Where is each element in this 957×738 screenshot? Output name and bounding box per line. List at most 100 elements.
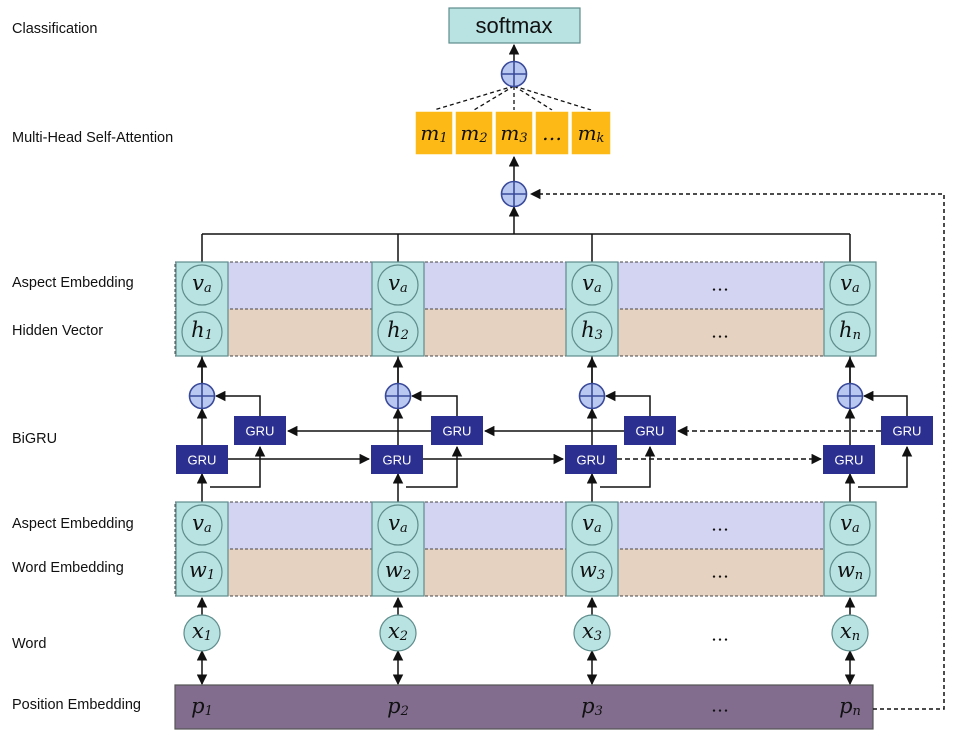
gru-rect bbox=[371, 445, 423, 474]
gru-forward-2: GRU bbox=[371, 445, 423, 474]
label-classification: Classification bbox=[12, 21, 97, 37]
hidden-node-1-label: h1 bbox=[191, 318, 213, 343]
ellipsis-word-emb: … bbox=[711, 562, 729, 583]
label-position-embedding: Position Embedding bbox=[12, 697, 141, 713]
word-emb-node-3 bbox=[571, 551, 613, 593]
head-dashed-1 bbox=[433, 85, 515, 111]
bgru-to-plus-4 bbox=[862, 390, 908, 416]
attention-head-label-1: m1 bbox=[420, 121, 447, 146]
word-emb-node-3-label: w3 bbox=[579, 558, 605, 583]
ellipsis-aspect-bottom: … bbox=[711, 515, 729, 536]
gru-forward-4: GRU bbox=[823, 445, 875, 474]
head-dashed-2 bbox=[473, 85, 515, 111]
ellipsis-hidden: … bbox=[711, 322, 729, 343]
gru-rect bbox=[823, 445, 875, 474]
ellipsis-aspect-top: … bbox=[711, 275, 729, 296]
word-node-4-label: xn bbox=[840, 619, 860, 644]
gru-rect bbox=[565, 445, 617, 474]
word-emb-node-4 bbox=[829, 551, 871, 593]
attention-head-4 bbox=[534, 110, 570, 156]
emb-to-bgru-2 bbox=[406, 445, 463, 488]
aspect-node-top-2 bbox=[377, 264, 419, 306]
hidden-node-1 bbox=[181, 311, 223, 353]
hidden-plus-4 bbox=[836, 382, 864, 410]
label-word-embedding: Word Embedding bbox=[12, 560, 124, 576]
aspect-node-bottom-3 bbox=[571, 504, 613, 546]
label-word: Word bbox=[12, 636, 46, 652]
hidden-plus-1 bbox=[188, 382, 216, 410]
attention-plus bbox=[500, 180, 528, 208]
word-emb-node-4-label: wn bbox=[837, 558, 863, 583]
gru-rect bbox=[624, 416, 676, 445]
gru-label: GRU bbox=[893, 424, 922, 439]
attention-head-label-2: m2 bbox=[460, 121, 487, 146]
word-node-1-label: x1 bbox=[192, 619, 212, 644]
aspect-node-bottom-2 bbox=[377, 504, 419, 546]
word-node-1 bbox=[183, 614, 221, 652]
aspect-node-top-4 bbox=[829, 264, 871, 306]
gru-backward-2: GRU bbox=[431, 416, 483, 445]
gru-rect bbox=[881, 416, 933, 445]
attention-head-5 bbox=[570, 110, 612, 156]
hidden-node-3 bbox=[571, 311, 613, 353]
softmax-box bbox=[448, 7, 581, 44]
word-emb-node-2-label: w2 bbox=[385, 558, 411, 583]
hidden-node-4-label: hn bbox=[839, 318, 861, 343]
attention-head-label-4: … bbox=[542, 121, 562, 145]
aspect-node-top-3 bbox=[571, 264, 613, 306]
word-node-2 bbox=[379, 614, 417, 652]
bgru-to-plus-1 bbox=[214, 390, 261, 416]
aspect-node-top-2-label: va bbox=[388, 271, 408, 296]
gru-label: GRU bbox=[246, 424, 275, 439]
ellipsis-word: … bbox=[711, 625, 729, 646]
position-label-3: p3 bbox=[581, 694, 603, 719]
gru-label: GRU bbox=[835, 453, 864, 468]
label-aspect-embedding-top: Aspect Embedding bbox=[12, 275, 134, 291]
concat-plus-top bbox=[500, 60, 528, 88]
position-label-4: pn bbox=[839, 694, 861, 719]
bgru-to-plus-3 bbox=[604, 390, 651, 416]
attention-head-1 bbox=[414, 110, 454, 156]
position-band bbox=[174, 684, 874, 730]
word-band bbox=[174, 548, 874, 597]
attention-head-3 bbox=[494, 110, 534, 156]
hidden-node-2 bbox=[377, 311, 419, 353]
position-label-2: p2 bbox=[387, 694, 409, 719]
hidden-node-3-label: h3 bbox=[581, 318, 603, 343]
position-label-1: p1 bbox=[191, 694, 213, 719]
head-dashed-4 bbox=[513, 85, 553, 111]
aspect-node-bottom-2-label: va bbox=[388, 511, 408, 536]
hidden-band bbox=[174, 308, 874, 357]
gru-label: GRU bbox=[188, 453, 217, 468]
word-node-3-label: x3 bbox=[582, 619, 602, 644]
hidden-plus-3 bbox=[578, 382, 606, 410]
word-node-4 bbox=[831, 614, 869, 652]
emb-to-bgru-4 bbox=[858, 445, 913, 488]
aspect-band-bottom bbox=[174, 501, 874, 550]
gru-backward-3: GRU bbox=[624, 416, 676, 445]
gru-label: GRU bbox=[383, 453, 412, 468]
gru-rect bbox=[234, 416, 286, 445]
aspect-node-bottom-1-label: va bbox=[192, 511, 212, 536]
hidden-node-2-label: h2 bbox=[387, 318, 409, 343]
gru-label: GRU bbox=[443, 424, 472, 439]
aspect-band-top bbox=[174, 261, 874, 310]
word-emb-node-1 bbox=[181, 551, 223, 593]
softmax-label: softmax bbox=[475, 13, 552, 38]
label-bigru: BiGRU bbox=[12, 431, 57, 447]
hidden-node-4 bbox=[829, 311, 871, 353]
aspect-node-bottom-4-label: va bbox=[840, 511, 860, 536]
hidden-plus-2 bbox=[384, 382, 412, 410]
gru-label: GRU bbox=[577, 453, 606, 468]
head-dashed-5 bbox=[513, 85, 592, 111]
gru-forward-3: GRU bbox=[565, 445, 617, 474]
label-multi-head-attention: Multi-Head Self-Attention bbox=[12, 130, 173, 146]
position-feedback-dashed bbox=[529, 188, 945, 710]
word-node-3 bbox=[573, 614, 611, 652]
bgru-to-plus-2 bbox=[410, 390, 458, 416]
gru-backward-1: GRU bbox=[234, 416, 286, 445]
gru-forward-1: GRU bbox=[176, 445, 228, 474]
gru-rect bbox=[176, 445, 228, 474]
aspect-node-top-1-label: va bbox=[192, 271, 212, 296]
